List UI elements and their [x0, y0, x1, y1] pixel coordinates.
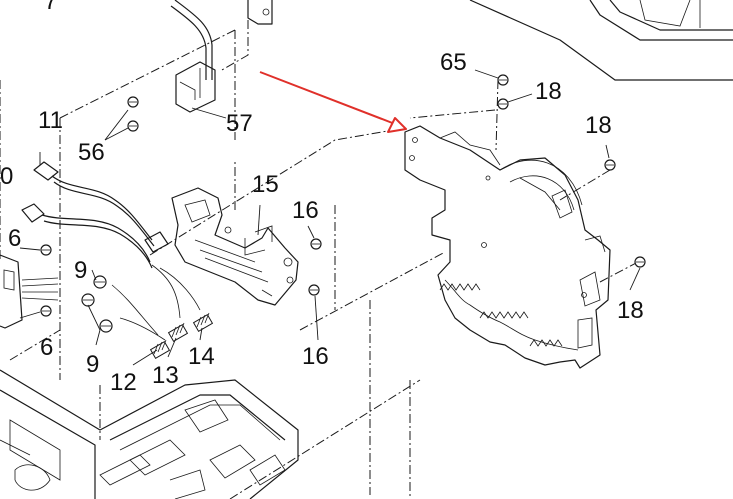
bottom-chassis [0, 369, 299, 499]
callout-13: 13 [152, 362, 179, 389]
screw-18b [604, 159, 616, 171]
screw-56a [127, 96, 139, 108]
screw-16a [310, 238, 322, 250]
screw-18a [497, 98, 509, 110]
callout-labels: 7 0 11 6 6 56 57 9 9 12 13 14 15 16 16 6… [0, 0, 644, 396]
screw-9b [81, 293, 95, 307]
callout-57: 57 [226, 110, 253, 137]
cable-harness-11 [21, 161, 169, 269]
screw-56b [127, 120, 139, 132]
callout-18-top: 18 [535, 78, 562, 105]
callout-18-right: 18 [585, 112, 612, 139]
callout-12: 12 [110, 369, 137, 396]
callout-9-upper: 9 [74, 257, 87, 284]
callout-11: 11 [38, 107, 63, 134]
callout-15: 15 [252, 171, 279, 198]
callout-18-bottom: 18 [617, 297, 644, 324]
leader-lines [19, 69, 641, 366]
sensor-bracket-15 [171, 187, 299, 306]
gear-drive-unit [404, 125, 611, 369]
screws [40, 74, 646, 333]
screw-18c [634, 256, 646, 268]
left-side-bracket [0, 254, 59, 329]
screw-16b [308, 284, 320, 296]
screw-6a [40, 244, 52, 256]
screw-65 [497, 74, 509, 86]
cable-harness-57 [170, 0, 216, 113]
callout-56: 56 [78, 139, 105, 166]
device-housing-corner [469, 0, 733, 81]
springs-assembly [111, 264, 214, 360]
screw-9a [93, 275, 107, 289]
top-bracket [221, 0, 273, 71]
callout-9-lower: 9 [86, 351, 99, 378]
callout-6-lower: 6 [40, 334, 53, 361]
callout-16-lower: 16 [302, 343, 329, 370]
screw-9c [99, 319, 113, 333]
callout-6-upper: 6 [8, 225, 21, 252]
screw-6b [40, 305, 52, 317]
red-indicator-arrow [259, 71, 407, 133]
callout-0: 0 [0, 163, 13, 190]
dash-dot-assembly-lines [0, 29, 639, 499]
callout-65: 65 [440, 49, 467, 76]
callout-16-upper: 16 [292, 197, 319, 224]
callout-7: 7 [44, 0, 57, 15]
callout-14: 14 [188, 343, 215, 370]
